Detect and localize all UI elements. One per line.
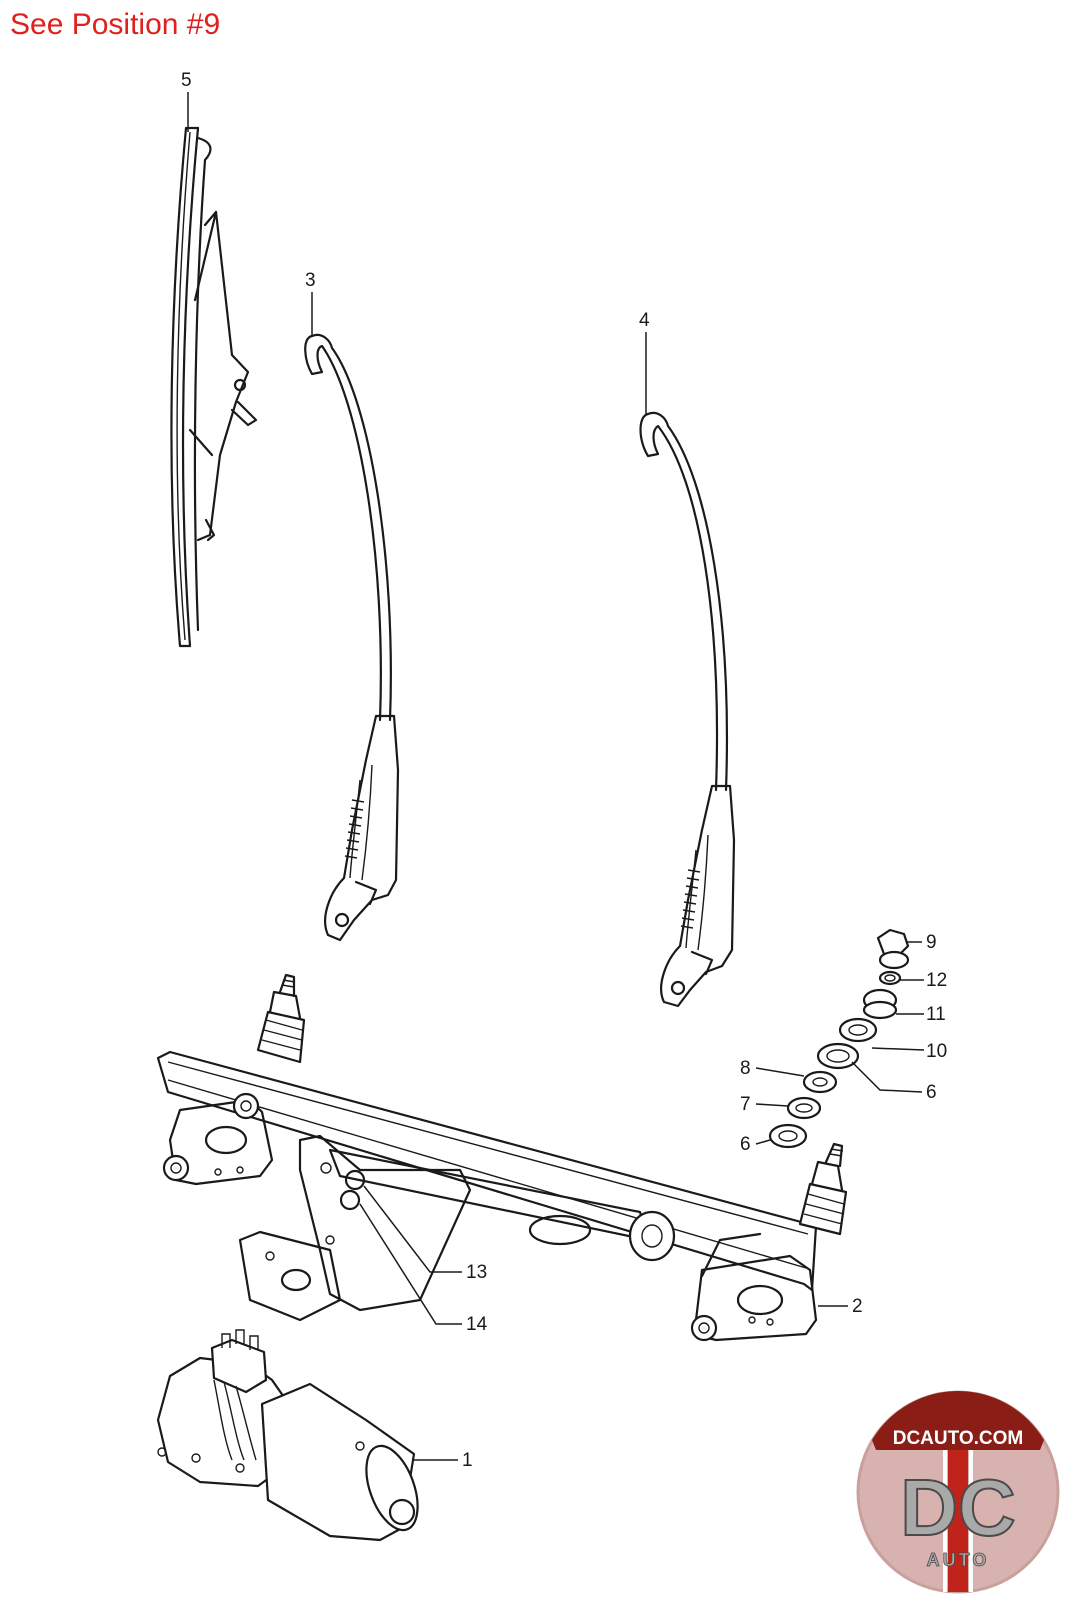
- wiper-linkage-frame: [156, 973, 848, 1342]
- callout-6-lower: 6: [740, 1134, 751, 1155]
- callout-3: 3: [305, 270, 316, 291]
- callout-5: 5: [181, 70, 192, 91]
- svg-text:DCAUTO.COM: DCAUTO.COM: [893, 1428, 1024, 1449]
- callout-11: 11: [926, 1004, 946, 1025]
- wiper-arm-right: [639, 411, 736, 1008]
- callout-4: 4: [639, 310, 650, 331]
- svg-text:AUTO: AUTO: [927, 1550, 990, 1570]
- callout-1: 1: [462, 1450, 473, 1471]
- callout-13: 13: [466, 1262, 487, 1283]
- wiper-motor: [156, 1329, 419, 1542]
- callout-12: 12: [926, 970, 947, 991]
- dcauto-logo: DCAUTO.COM DC AUTO: [856, 1390, 1060, 1594]
- callout-10: 10: [926, 1041, 947, 1062]
- callout-2: 2: [852, 1296, 863, 1317]
- mounting-hardware: [768, 928, 910, 1149]
- callout-8: 8: [740, 1058, 751, 1079]
- callout-7: 7: [740, 1094, 751, 1115]
- wiper-blade: [170, 126, 258, 648]
- svg-text:DC: DC: [900, 1463, 1016, 1552]
- leader-lines: [187, 92, 925, 1461]
- callout-labels: 5 3 4 9 12 11 10 6 8 7 6 13 14 2 1: [181, 70, 947, 1471]
- callout-9: 9: [926, 932, 937, 953]
- callout-14: 14: [466, 1314, 488, 1335]
- wiper-arm-left: [304, 333, 400, 942]
- see-position-note: See Position #9: [10, 8, 221, 41]
- callout-6-upper: 6: [926, 1082, 937, 1103]
